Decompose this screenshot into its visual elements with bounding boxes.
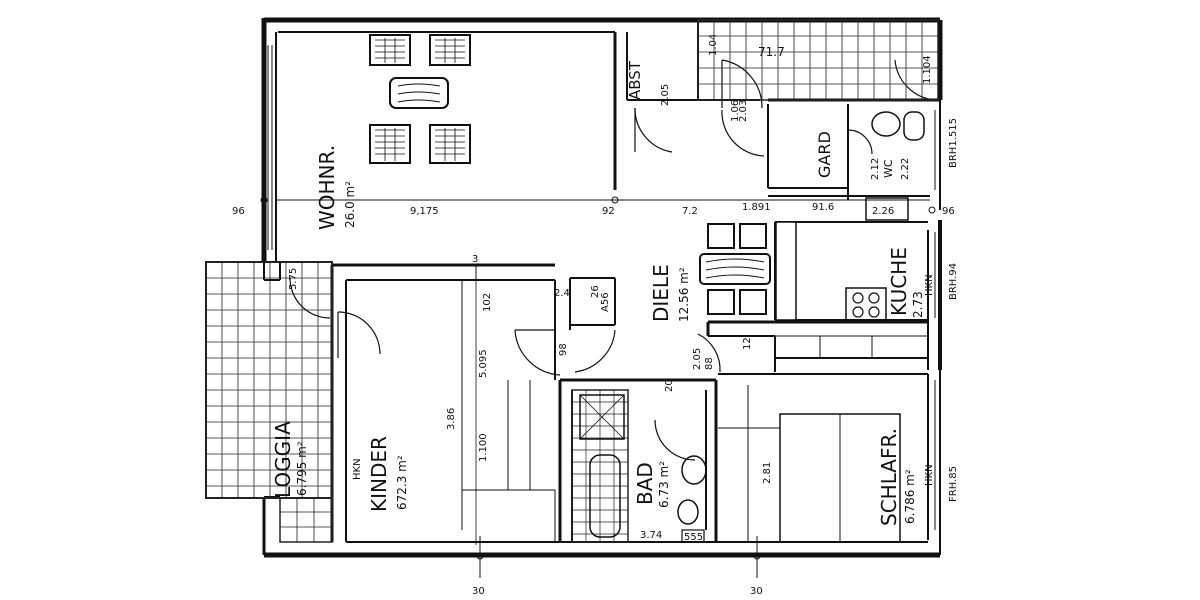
room-label-schlafr: SCHLAFR. [877,428,901,526]
dim-20: 20 [664,379,675,392]
room-area-diele: 12.56 m² [677,267,691,322]
dim-102: 102 [482,293,493,312]
room-area-bad: 6.73 m² [657,461,671,508]
dim-26: 26 [590,285,601,298]
dim-96-left: 96 [232,206,245,217]
gard-tiles [697,19,939,101]
dim-386: 3.86 [446,408,457,430]
dim-3: 3 [472,254,478,265]
room-label-wc: WC [882,159,895,178]
dim-916: 91.6 [812,202,834,213]
dim-98: 98 [558,343,569,356]
dim-203: 2.03 [738,100,749,122]
dim-106: 1.06 [730,100,741,122]
dim-12: 12 [742,337,753,350]
room-label-kuche: KUCHE [887,247,911,316]
room-label-diele: DIELE [649,264,673,322]
door-swings [289,59,936,461]
dim-104: 1.04 [708,34,719,56]
room-label-abst: ABST [626,60,644,100]
room-label-gard: GARD [815,131,834,178]
label-hkn-kuche: HKN [924,274,935,296]
dim-575: 5.75 [288,268,299,290]
loggia-lower-tiles [279,497,333,543]
dim-72: 7.2 [682,206,698,217]
room-label-loggia: LOGGIA [271,421,295,498]
dim-30-b: 30 [750,586,763,597]
bath-fixtures [579,394,707,543]
label-hkn-schlafr: HKN [924,464,935,486]
room-area-kinder: 672.3 m² [395,455,409,510]
wc-fixtures [871,111,925,141]
dining-table [369,34,471,164]
dim-281: 2.81 [762,462,773,484]
room-label-wohnr: WOHNR. [315,145,339,230]
dim-212: 2.12 [870,158,881,180]
kitchen-fixtures [845,197,909,321]
dim-1100: 1.100 [478,433,489,462]
dim-555: 555 [684,532,703,543]
room-area-wohnr: 26.0 m² [343,181,357,228]
dim-92: 92 [602,206,615,217]
dim-5095: 5.095 [478,349,489,378]
dim-30-a: 30 [472,586,485,597]
dim-88: 88 [704,357,715,370]
dim-24: 2.4 [554,288,570,299]
room-label-kinder: KINDER [367,436,391,512]
dim-717: 71.7 [758,45,785,59]
side-labels: BRH1.515 BRH.94 FRH.85 HKN HKN HKN [352,118,959,502]
label-frh85: FRH.85 [948,466,959,502]
dim-9175: 9,175 [410,206,439,217]
room-area-loggia: 6.795 m² [295,441,309,496]
label-brh94: BRH.94 [948,263,959,300]
dimension-labels: 96 9,175 92 7.2 1.891 91.6 96 30 30 3 10… [232,34,955,597]
diele-table [699,221,797,321]
dim-205: 2.05 [660,84,671,106]
room-area-kuche: 2.73 [911,291,925,318]
bad-tiles [571,389,629,543]
dim-1104: 1.104 [922,55,933,84]
living-window [267,45,273,250]
label-brh1515: BRH1.515 [948,118,959,168]
dim-222: 2.22 [900,158,911,180]
dim-226: 2.26 [872,206,894,217]
dim-56: A56 [600,292,611,312]
dimension-ticks [260,196,936,578]
label-hkn-kinder: HKN [352,458,363,480]
room-label-bad: BAD [633,462,657,505]
dim-96-right: 96 [942,206,955,217]
room-area-schlafr: 6.786 m² [903,469,917,524]
dim-374: 3.74 [640,530,662,541]
dim-1891: 1.891 [742,202,771,213]
loggia-tiles [205,261,333,499]
dim-205b: 2.05 [692,348,703,370]
walls [261,17,943,558]
